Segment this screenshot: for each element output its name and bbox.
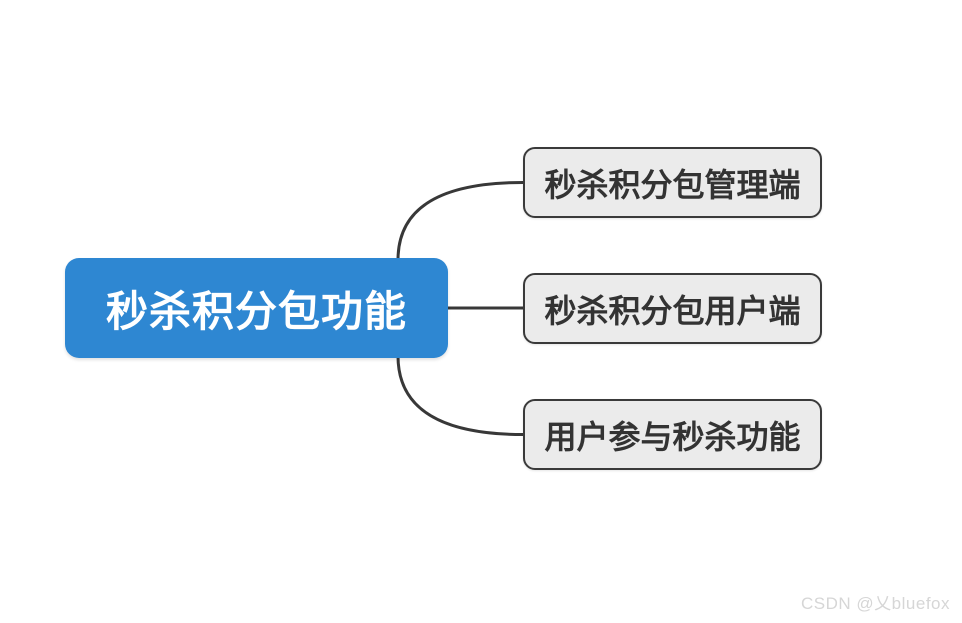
csdn-watermark: CSDN @乂bluefox bbox=[801, 594, 950, 613]
child-node-user[interactable]: 秒杀积分包用户端 bbox=[523, 273, 822, 344]
root-node[interactable]: 秒杀积分包功能 bbox=[65, 258, 448, 358]
child-node-label: 秒杀积分包管理端 bbox=[544, 166, 801, 203]
connector-root-to-child-0 bbox=[396, 181, 525, 262]
child-node-label: 秒杀积分包用户端 bbox=[544, 292, 801, 329]
root-node-label: 秒杀积分包功能 bbox=[105, 287, 407, 335]
connector-root-to-child-2 bbox=[396, 354, 525, 436]
child-node-admin[interactable]: 秒杀积分包管理端 bbox=[523, 147, 822, 218]
child-node-label: 用户参与秒杀功能 bbox=[544, 418, 801, 455]
child-node-participate[interactable]: 用户参与秒杀功能 bbox=[523, 399, 822, 470]
